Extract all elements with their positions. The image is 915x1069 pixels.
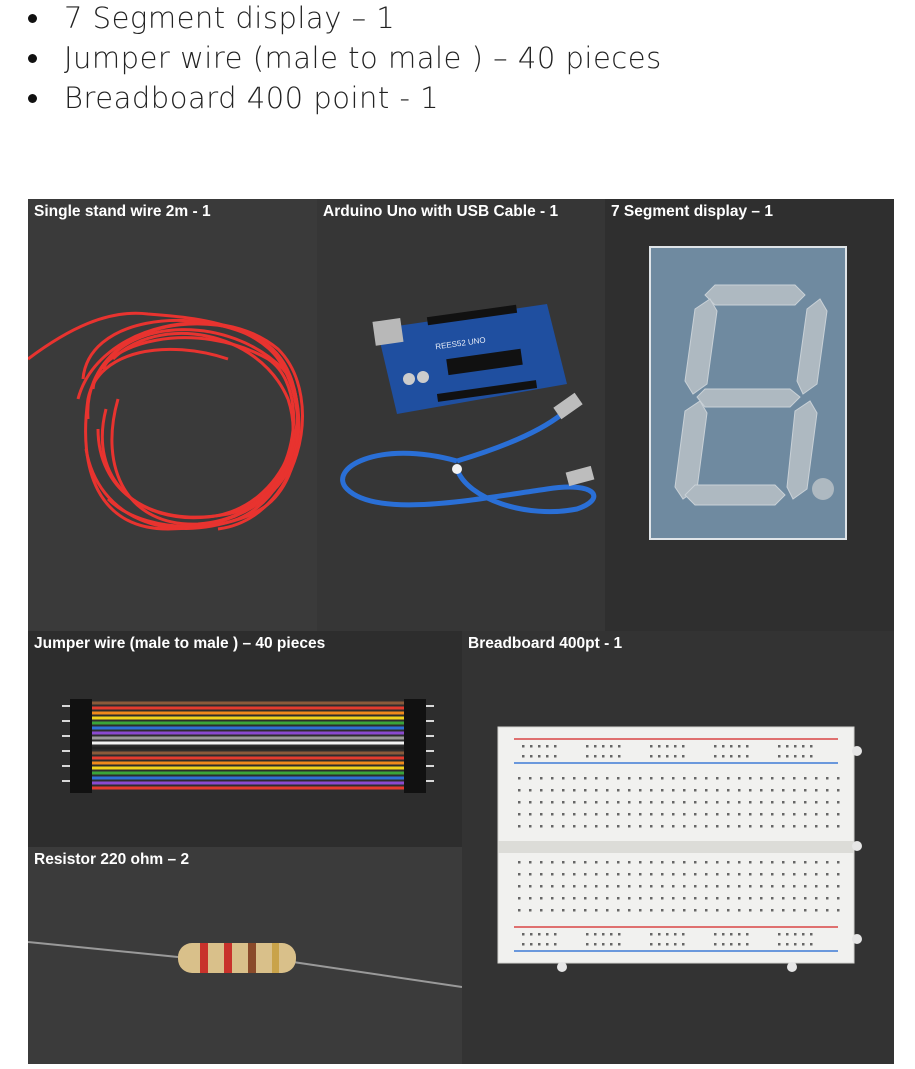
- bullet-dot: [28, 94, 37, 103]
- resistor-image: [28, 941, 462, 988]
- panel-breadboard: Breadboard 400pt - 1: [462, 631, 894, 1064]
- list-item-text: Breadboard 400 point - 1: [64, 81, 440, 115]
- seven-segment-image: [649, 246, 847, 540]
- arduino-board-image: REES52 UNO: [340, 304, 597, 515]
- panel-jumper-wire: Jumper wire (male to male ) – 40 pieces: [28, 631, 462, 847]
- list-item: Breadboard 400 point - 1: [26, 80, 662, 120]
- panel-single-strand-wire: Single stand wire 2m - 1: [28, 199, 317, 631]
- red-wire-image: [28, 311, 304, 531]
- list-item: 7 Segment display – 1: [26, 0, 662, 40]
- bullet-dot: [28, 54, 37, 63]
- panel-caption: Breadboard 400pt - 1: [468, 635, 623, 652]
- breadboard-image: [497, 726, 862, 972]
- bullet-dot: [28, 14, 37, 23]
- panel-caption: Single stand wire 2m - 1: [34, 203, 211, 220]
- list-item: Jumper wire (male to male ) – 40 pieces: [26, 40, 662, 80]
- panel-resistor: Resistor 220 ohm – 2: [28, 847, 462, 1064]
- panel-caption: Arduino Uno with USB Cable - 1: [323, 203, 559, 220]
- components-collage: Single stand wire 2m - 1 REES52 UNO Ardu…: [28, 199, 894, 1064]
- panel-arduino-uno: REES52 UNO Arduino Uno with USB Cable - …: [317, 199, 605, 631]
- panel-caption: Resistor 220 ohm – 2: [34, 851, 190, 868]
- jumper-wire-bundle-image: [62, 699, 434, 793]
- list-item-text: Jumper wire (male to male ) – 40 pieces: [64, 41, 662, 75]
- component-list: 7 Segment display – 1 Jumper wire (male …: [26, 0, 662, 120]
- panel-7-segment-display: 7 Segment display – 1: [605, 199, 894, 631]
- panel-caption: Jumper wire (male to male ) – 40 pieces: [34, 635, 326, 652]
- panel-caption: 7 Segment display – 1: [611, 203, 773, 220]
- list-item-text: 7 Segment display – 1: [64, 1, 396, 35]
